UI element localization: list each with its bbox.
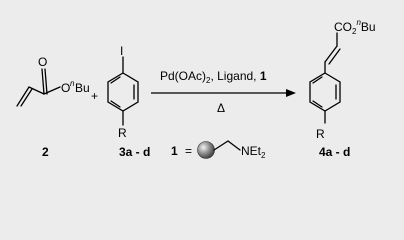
reaction-conditions-above: Pd(OAc)2, Ligand, 1	[160, 69, 267, 85]
reactant-acrylate-structure	[16, 68, 61, 107]
reaction-conditions-heat: Δ	[217, 101, 225, 115]
acrylate-butyl-group: Bu	[75, 81, 90, 95]
product-r-group: R	[316, 127, 325, 141]
acrylate-ester-oxygen: O	[61, 81, 70, 95]
reaction-scheme: O O n Bu 2 + I R 3a - d Pd(OAc)2, Ligand…	[16, 18, 376, 160]
ligand-linker	[213, 140, 241, 151]
acrylate-carbonyl-oxygen: O	[38, 55, 47, 69]
aryl-iodine-atom: I	[120, 44, 123, 58]
plus-sign: +	[91, 89, 98, 103]
product-4-label: 4a - d	[319, 145, 350, 159]
acrylate-n-prefix: n	[70, 79, 75, 88]
ligand-label: 1	[171, 144, 178, 158]
reaction-arrow	[151, 89, 296, 97]
ligand-equals-sign: =	[185, 144, 192, 158]
aryl-iodide-r-group: R	[118, 126, 127, 140]
reactant-3-label: 3a - d	[119, 145, 150, 159]
ligand-amine-group: NEt2	[241, 144, 266, 160]
aryl-iodide-structure	[107, 56, 139, 126]
polymer-bead-icon	[197, 141, 215, 159]
product-ester-group: CO2nBu	[334, 18, 376, 36]
product-structure	[309, 32, 341, 124]
reactant-2-label: 2	[42, 145, 49, 159]
